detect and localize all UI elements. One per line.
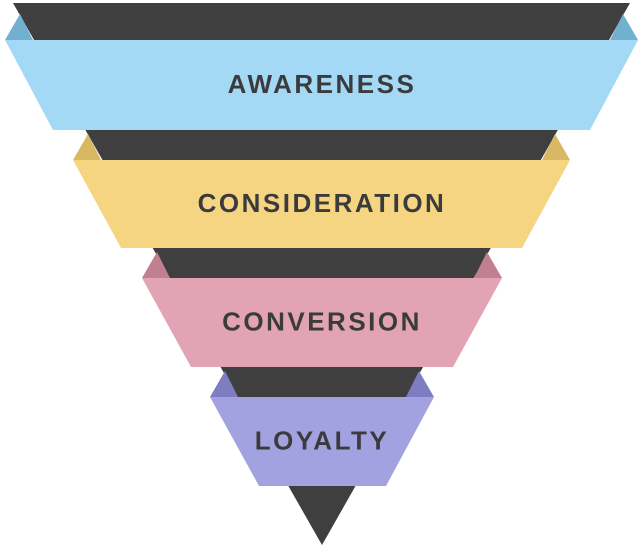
stage-band-conversion xyxy=(142,278,502,367)
fold-left-awareness xyxy=(5,14,33,40)
fold-right-loyalty xyxy=(406,371,434,397)
stage-band-loyalty xyxy=(210,397,434,486)
stage-label-awareness: AWARENESS xyxy=(228,69,417,99)
fold-right-consideration xyxy=(542,134,570,160)
fold-left-consideration xyxy=(73,134,101,160)
fold-right-conversion xyxy=(474,252,502,278)
fold-right-awareness xyxy=(610,14,638,40)
fold-left-conversion xyxy=(142,252,170,278)
stage-band-awareness xyxy=(5,40,638,130)
stage-label-loyalty: LOYALTY xyxy=(255,425,390,455)
fold-left-loyalty xyxy=(210,371,238,397)
stage-band-consideration xyxy=(73,160,570,248)
stage-label-conversion: CONVERSION xyxy=(222,306,422,336)
stage-label-consideration: CONSIDERATION xyxy=(198,188,447,218)
funnel-back xyxy=(13,3,630,545)
